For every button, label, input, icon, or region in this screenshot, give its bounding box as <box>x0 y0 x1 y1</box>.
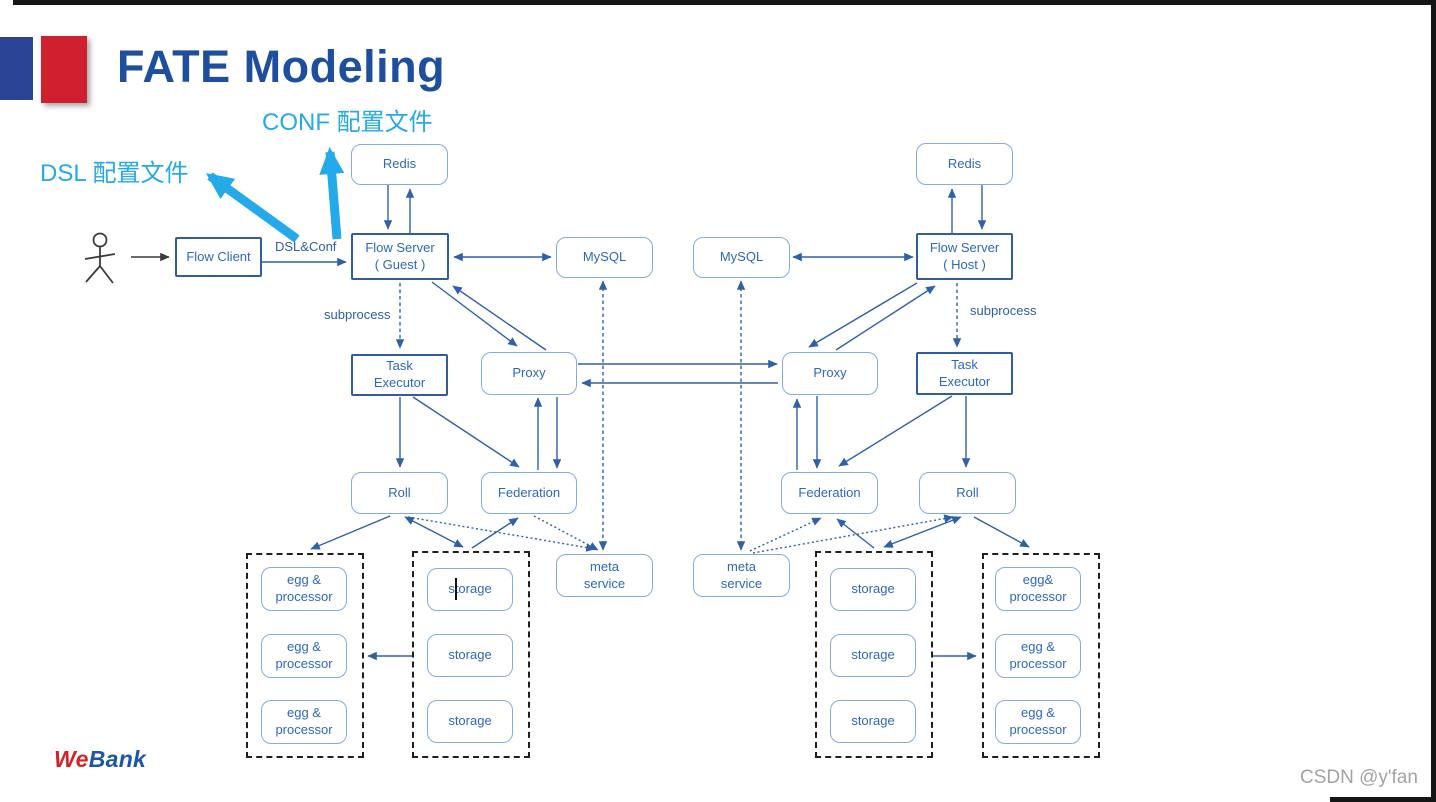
frame-bottom-bar <box>1330 797 1436 802</box>
node-egg-processor: egg & processor <box>995 634 1081 678</box>
node-task-executor-host: Task Executor <box>916 352 1013 395</box>
node-proxy-guest: Proxy <box>481 352 577 395</box>
text-caret <box>455 578 457 600</box>
storage-group-guest <box>412 551 530 758</box>
user-actor-icon <box>84 232 116 284</box>
subprocess-label-host: subprocess <box>970 303 1037 318</box>
node-flow-server-host: Flow Server ( Host ) <box>916 233 1013 280</box>
node-roll-guest: Roll <box>351 472 448 514</box>
node-storage: storage <box>830 700 916 743</box>
dsl-conf-edge-label: DSL&Conf <box>275 239 337 254</box>
storage-group-host <box>815 551 933 758</box>
logo-blue-block <box>0 37 33 100</box>
subprocess-label-guest: subprocess <box>324 307 391 322</box>
node-egg-processor: egg & processor <box>261 567 347 611</box>
frame-top-bar <box>13 0 1436 5</box>
node-flow-server-guest: Flow Server ( Guest ) <box>351 233 449 280</box>
node-storage: storage <box>830 568 916 611</box>
webank-logo: WeBank <box>54 746 146 773</box>
node-storage: storage <box>427 634 513 677</box>
node-redis-guest: Redis <box>351 144 448 185</box>
node-storage: storage <box>427 700 513 743</box>
frame-right-bar <box>1431 0 1436 802</box>
node-federation-host: Federation <box>781 472 878 514</box>
node-redis-host: Redis <box>916 143 1013 185</box>
node-storage: storage <box>830 634 916 677</box>
node-proxy-host: Proxy <box>782 352 878 395</box>
node-egg-processor: egg & processor <box>995 700 1081 744</box>
node-mysql-host: MySQL <box>693 237 790 278</box>
cyan-callout-arrows <box>205 147 345 243</box>
host-connectors <box>736 185 1030 661</box>
egg-processor-group-host <box>982 553 1100 758</box>
node-flow-client: Flow Client <box>175 237 262 277</box>
node-meta-service-guest: meta service <box>556 554 653 597</box>
node-meta-service-host: meta service <box>693 554 790 597</box>
page-title: FATE Modeling <box>117 41 446 92</box>
guest-connectors <box>131 185 778 661</box>
csdn-watermark: CSDN @y'fan <box>1300 767 1418 788</box>
node-mysql-guest: MySQL <box>556 237 653 278</box>
webank-logo-we: We <box>54 746 89 772</box>
node-task-executor-guest: Task Executor <box>351 354 448 396</box>
egg-processor-group-guest <box>246 553 364 758</box>
dsl-annotation-label: DSL 配置文件 <box>40 160 189 187</box>
node-egg-processor: egg & processor <box>261 700 347 744</box>
conf-annotation-label: CONF 配置文件 <box>262 109 433 136</box>
node-storage: storage <box>427 568 513 611</box>
node-roll-host: Roll <box>919 472 1016 514</box>
webank-logo-bank: Bank <box>88 746 147 772</box>
logo-red-block <box>41 36 87 103</box>
node-egg-processor: egg & processor <box>261 634 347 678</box>
node-egg-processor: egg& processor <box>995 567 1081 611</box>
node-federation-guest: Federation <box>481 472 577 514</box>
